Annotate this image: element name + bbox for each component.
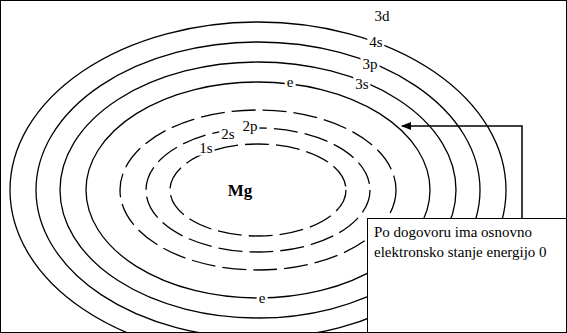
element-symbol: Mg [226, 182, 255, 199]
callout-text: Po dogovoru ima osnovno elektronsko stan… [374, 223, 560, 262]
orbital-label: 4s [367, 35, 384, 50]
orbital-label: 2s [219, 127, 236, 142]
callout-box: Po dogovoru ima osnovno elektronsko stan… [367, 218, 567, 333]
orbital-label: 2p [241, 119, 260, 134]
electron-label: e [285, 75, 296, 90]
electron-label: e [257, 291, 268, 306]
orbital-label: 3d [373, 9, 392, 24]
orbital-label: 3s [353, 77, 370, 92]
orbital-label: 3p [361, 57, 380, 72]
orbital-label: 1s [197, 141, 214, 156]
